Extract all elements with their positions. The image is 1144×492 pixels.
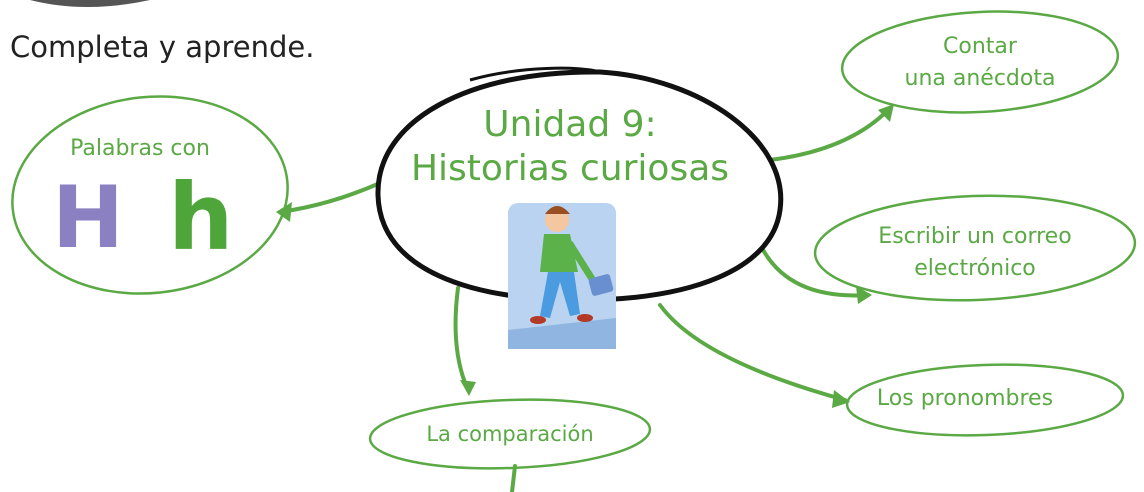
node-shapes bbox=[11, 10, 1137, 470]
node-palabras-shape bbox=[11, 95, 289, 295]
boy-shoe-right bbox=[577, 314, 593, 322]
arrowhead-comparacion bbox=[460, 380, 476, 396]
node-correo-line1: Escribir un correo bbox=[878, 224, 1072, 249]
boy-trousers bbox=[540, 272, 580, 318]
instruction-text: Completa y aprende. bbox=[10, 30, 315, 64]
briefcase bbox=[588, 274, 614, 296]
arrowhead-pronombres bbox=[832, 390, 850, 408]
center-node-stroke-accent bbox=[469, 66, 601, 82]
arrowheads bbox=[276, 104, 894, 408]
letter-upper-h: H bbox=[52, 168, 124, 268]
node-pronombres-shape bbox=[845, 363, 1125, 437]
node-anecdota-line1: Contar bbox=[943, 34, 1017, 59]
node-comparacion-label: La comparación bbox=[426, 422, 594, 446]
connector-comparacion bbox=[453, 286, 470, 392]
node-comparacion-shape bbox=[368, 398, 652, 470]
boy-hair bbox=[545, 206, 570, 214]
node-anecdota-line2: una anécdota bbox=[904, 66, 1056, 91]
boy-illustration bbox=[508, 203, 616, 349]
node-pronombres-label: Los pronombres bbox=[876, 386, 1054, 411]
node-correo-shape bbox=[813, 194, 1137, 302]
boy-shoe-left bbox=[530, 316, 546, 324]
letter-lower-h: h bbox=[168, 164, 234, 271]
node-anecdota-shape bbox=[840, 10, 1120, 114]
node-correo-line2: electrónico bbox=[914, 256, 1036, 281]
connector-pronombres bbox=[658, 303, 847, 402]
center-title-line2: Historias curiosas bbox=[410, 148, 730, 189]
node-palabras-label: Palabras con bbox=[70, 136, 210, 161]
arrowhead-anecdota bbox=[878, 104, 894, 122]
illustration-floor bbox=[508, 318, 616, 349]
boy-arm bbox=[566, 240, 598, 286]
arrowhead-correo bbox=[856, 286, 872, 304]
connector-bottom bbox=[510, 464, 517, 492]
decorative-corner bbox=[30, 0, 150, 7]
connector-palabras bbox=[278, 181, 382, 214]
connector-correo bbox=[760, 246, 870, 298]
center-title-line1: Unidad 9: bbox=[483, 104, 657, 145]
connector-anecdota bbox=[768, 106, 892, 162]
